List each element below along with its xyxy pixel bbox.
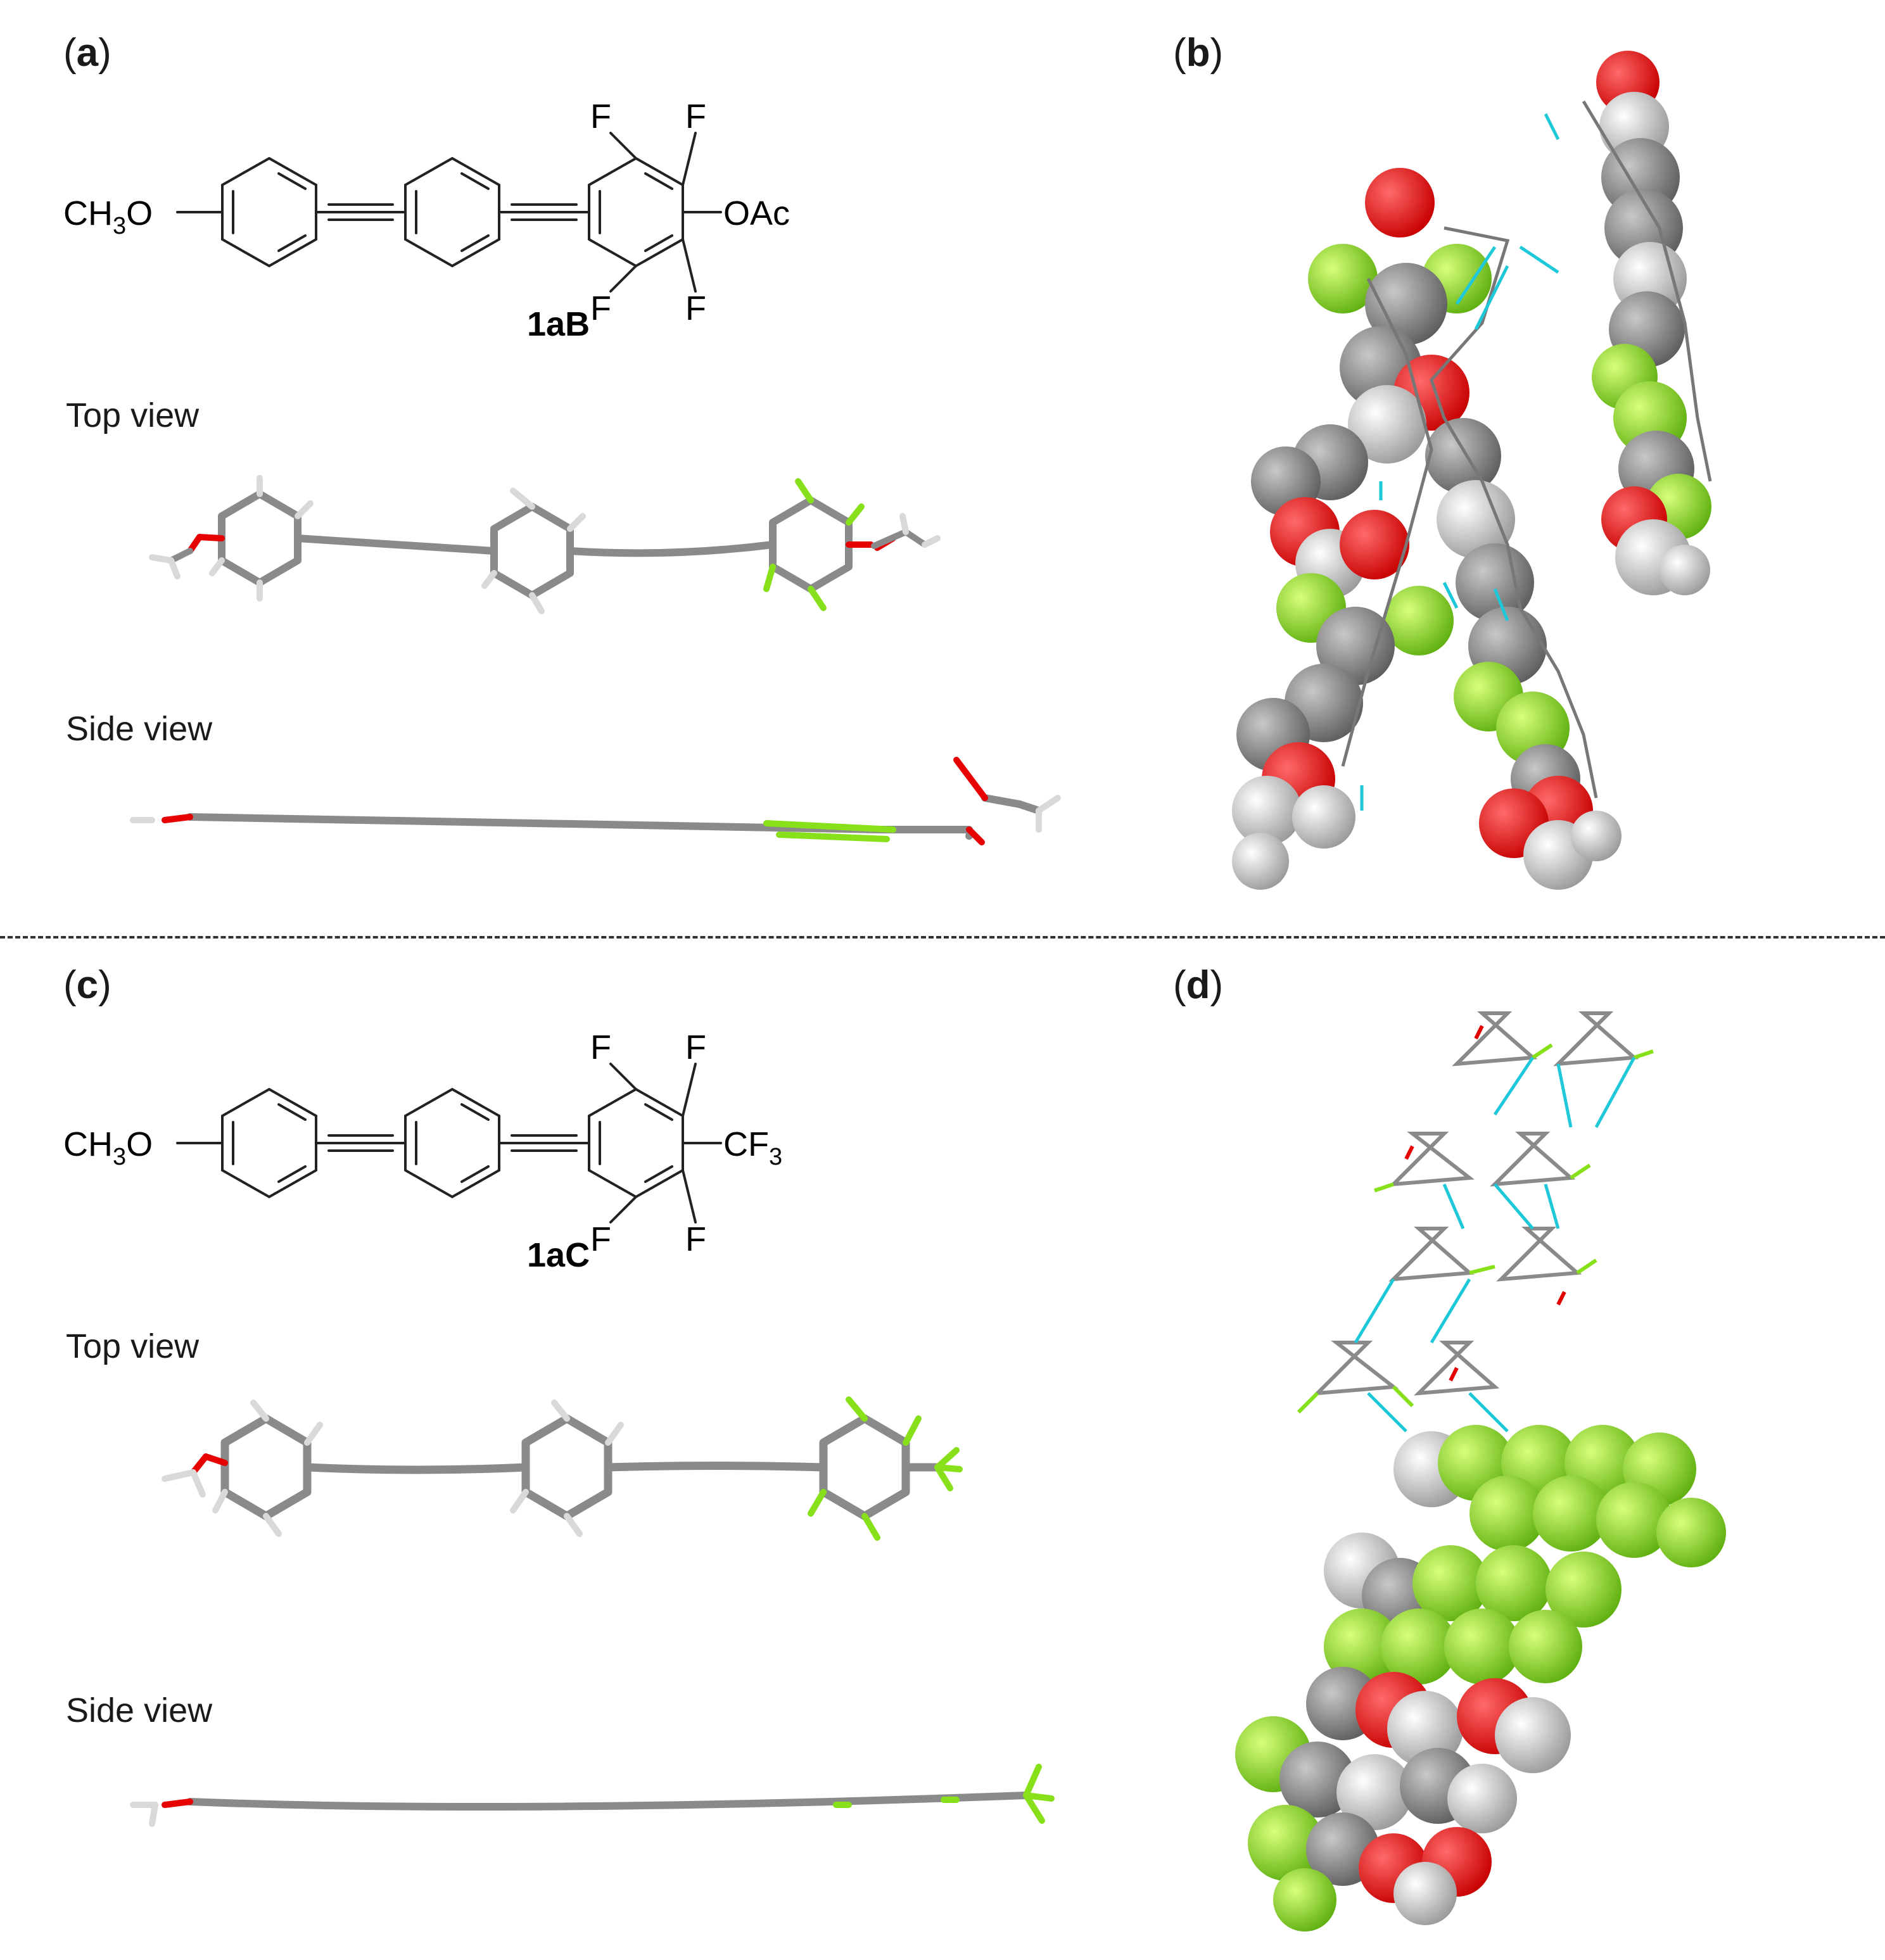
panel-label-d: (d) (1173, 963, 1224, 1007)
stick-fluorines (1297, 1043, 1654, 1414)
methoxy-label: CH3O (63, 1125, 153, 1170)
crystal-packing-1aC (1235, 1011, 1726, 1932)
trifluoromethyl-label: CF3 (723, 1125, 782, 1170)
fluorine-label: F (685, 98, 706, 136)
acetoxy-label: OAc (723, 194, 790, 232)
skeletal-structure-1aB: CH3O OAc F F F F 1aB (63, 98, 790, 343)
compound-name-1aC: 1aC (527, 1236, 590, 1274)
fluorine-label: F (685, 289, 706, 327)
panel-label-b: (b) (1173, 31, 1224, 75)
crystal-top-view-1aC (162, 1396, 963, 1541)
skeletal-structure-1aC: CH3O CF3 F F F F 1aC (63, 1028, 782, 1274)
crystal-side-view-1aB (130, 757, 1061, 845)
panel-label-c: (c) (63, 963, 111, 1007)
fluorine-label: F (590, 1220, 611, 1258)
top-view-label-1aC: Top view (66, 1327, 200, 1365)
top-view-label-1aB: Top view (66, 396, 200, 434)
molecule-column-right (1592, 51, 1711, 595)
crystal-side-view-1aC (130, 1764, 1055, 1827)
fluorine-label: F (590, 1028, 611, 1066)
molecule-column-middle (1308, 168, 1622, 890)
side-view-label-1aC: Side view (66, 1691, 213, 1729)
crystal-packing-1aB (1232, 51, 1712, 890)
contact-lines (1354, 1056, 1636, 1432)
side-view-label-1aB: Side view (66, 710, 213, 748)
compound-name-1aB: 1aB (527, 305, 590, 343)
fluorine-label: F (685, 1028, 706, 1066)
contact-lines (1360, 113, 1560, 811)
space-filling-stack (1235, 1425, 1726, 1932)
fluorine-label: F (590, 289, 611, 327)
stick-oxygens (1404, 1025, 1566, 1382)
stick-layers (1312, 1011, 1639, 1396)
fluorine-label: F (590, 98, 611, 136)
stick-overlay (1341, 100, 1712, 799)
section-divider (0, 936, 1885, 939)
methoxy-label: CH3O (63, 194, 153, 239)
fluorine-label: F (685, 1220, 706, 1258)
panel-label-a: (a) (63, 31, 111, 75)
crystal-top-view-1aB (149, 475, 941, 614)
molecule-column-left (1232, 424, 1454, 890)
